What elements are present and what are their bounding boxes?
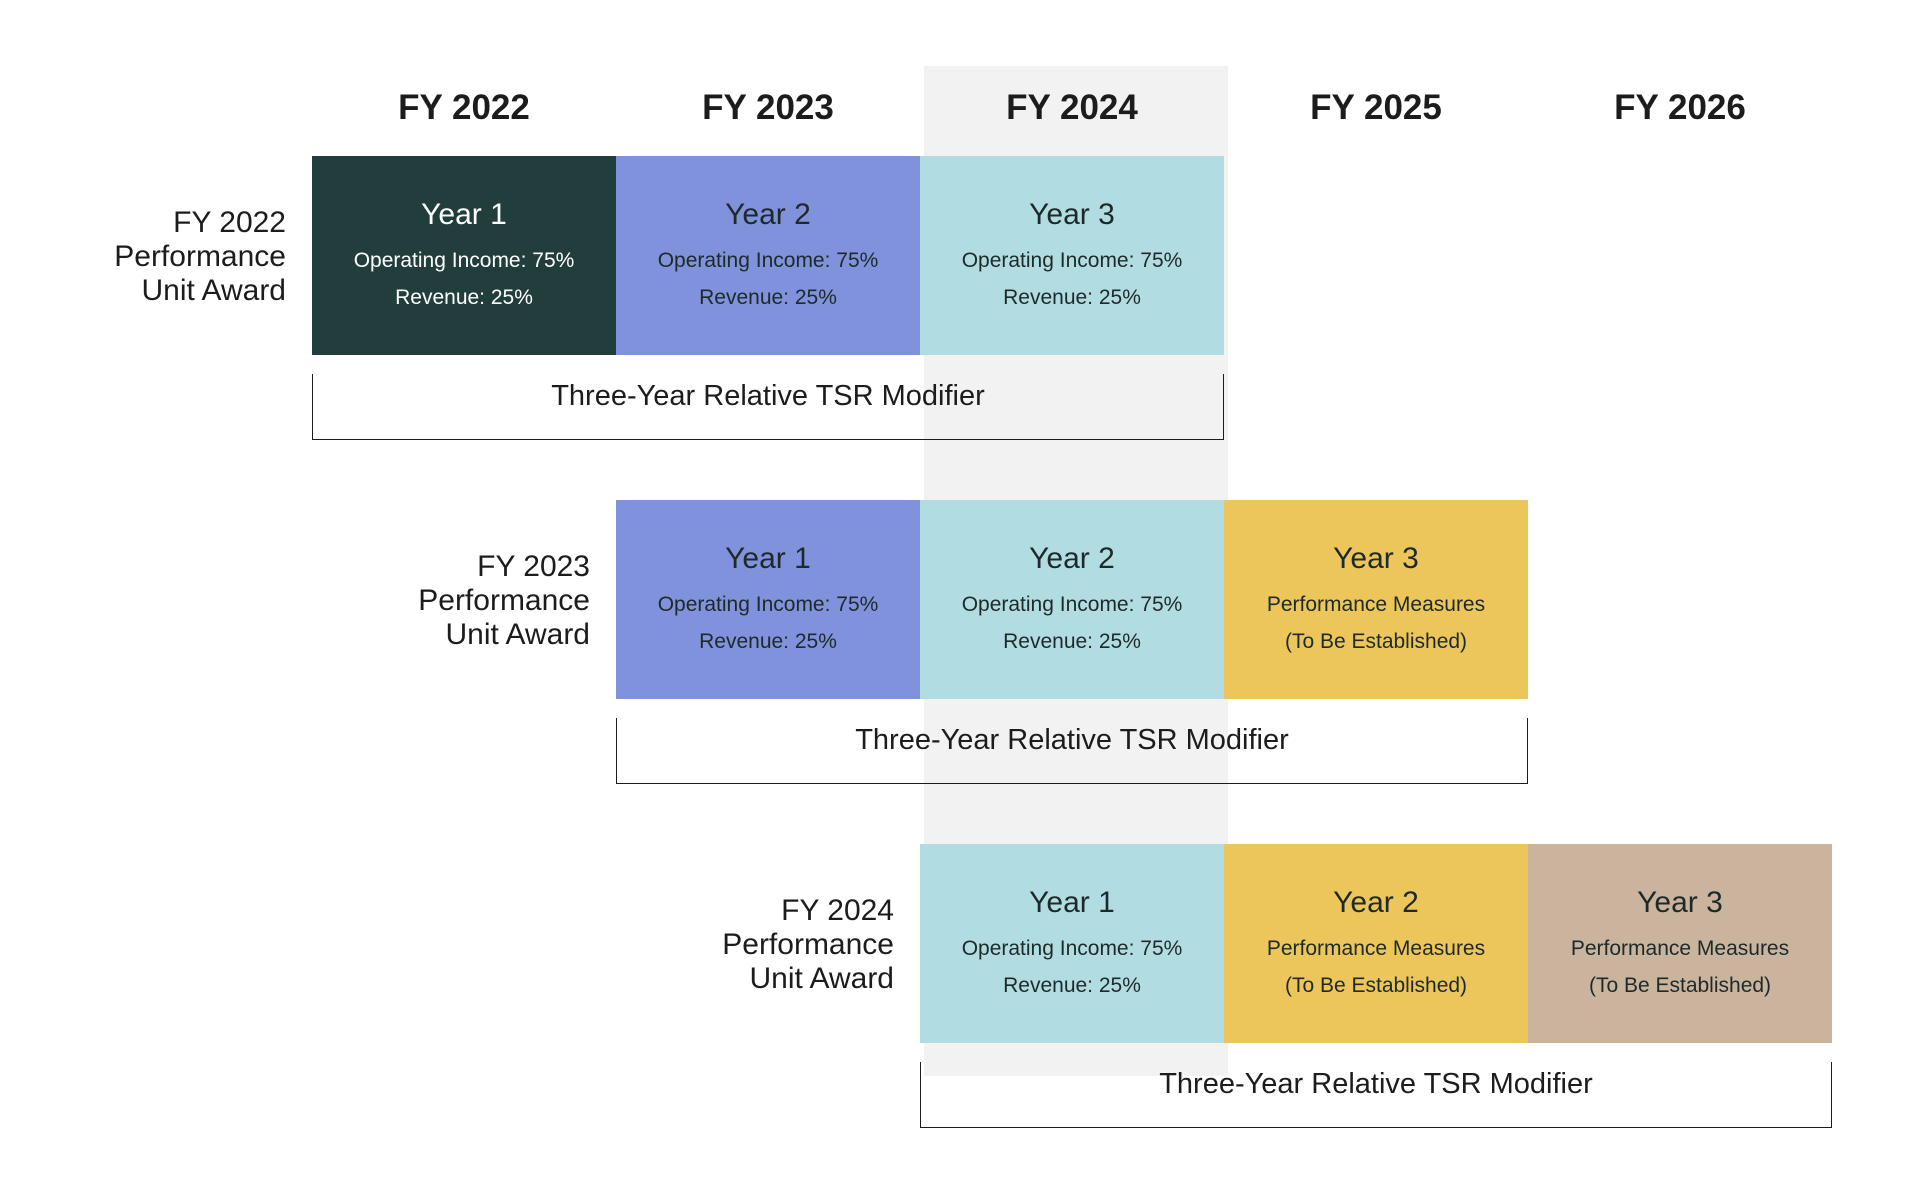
column-header-fy2023: FY 2023 — [702, 88, 834, 127]
award3-year1-cell: Year 1 Operating Income: 75% Revenue: 25… — [920, 844, 1224, 1043]
award-label-fy2022: FY 2022 Performance Unit Award — [114, 206, 286, 307]
award1-tsr-modifier-bracket: Three-Year Relative TSR Modifier — [312, 374, 1224, 440]
award3-year2-cell: Year 2 Performance Measures (To Be Estab… — [1224, 844, 1528, 1043]
award2-year2-cell: Year 2 Operating Income: 75% Revenue: 25… — [920, 500, 1224, 699]
award3-tsr-modifier-bracket: Three-Year Relative TSR Modifier — [920, 1062, 1832, 1128]
award1-year1-cell: Year 1 Operating Income: 75% Revenue: 25… — [312, 156, 616, 355]
award3-year3-cell: Year 3 Performance Measures (To Be Estab… — [1528, 844, 1832, 1043]
award1-year3-cell: Year 3 Operating Income: 75% Revenue: 25… — [920, 156, 1224, 355]
column-header-fy2022: FY 2022 — [398, 88, 530, 127]
column-header-fy2026: FY 2026 — [1614, 88, 1746, 127]
column-header-fy2024: FY 2024 — [1006, 88, 1138, 127]
award2-year3-cell: Year 3 Performance Measures (To Be Estab… — [1224, 500, 1528, 699]
award2-year1-cell: Year 1 Operating Income: 75% Revenue: 25… — [616, 500, 920, 699]
column-header-fy2025: FY 2025 — [1310, 88, 1442, 127]
tsr-modifier-label: Three-Year Relative TSR Modifier — [551, 380, 985, 412]
award-label-fy2023: FY 2023 Performance Unit Award — [418, 550, 590, 651]
tsr-modifier-label: Three-Year Relative TSR Modifier — [855, 724, 1289, 756]
award1-year2-cell: Year 2 Operating Income: 75% Revenue: 25… — [616, 156, 920, 355]
award2-tsr-modifier-bracket: Three-Year Relative TSR Modifier — [616, 718, 1528, 784]
award-label-fy2024: FY 2024 Performance Unit Award — [722, 894, 894, 995]
tsr-modifier-label: Three-Year Relative TSR Modifier — [1159, 1068, 1593, 1100]
